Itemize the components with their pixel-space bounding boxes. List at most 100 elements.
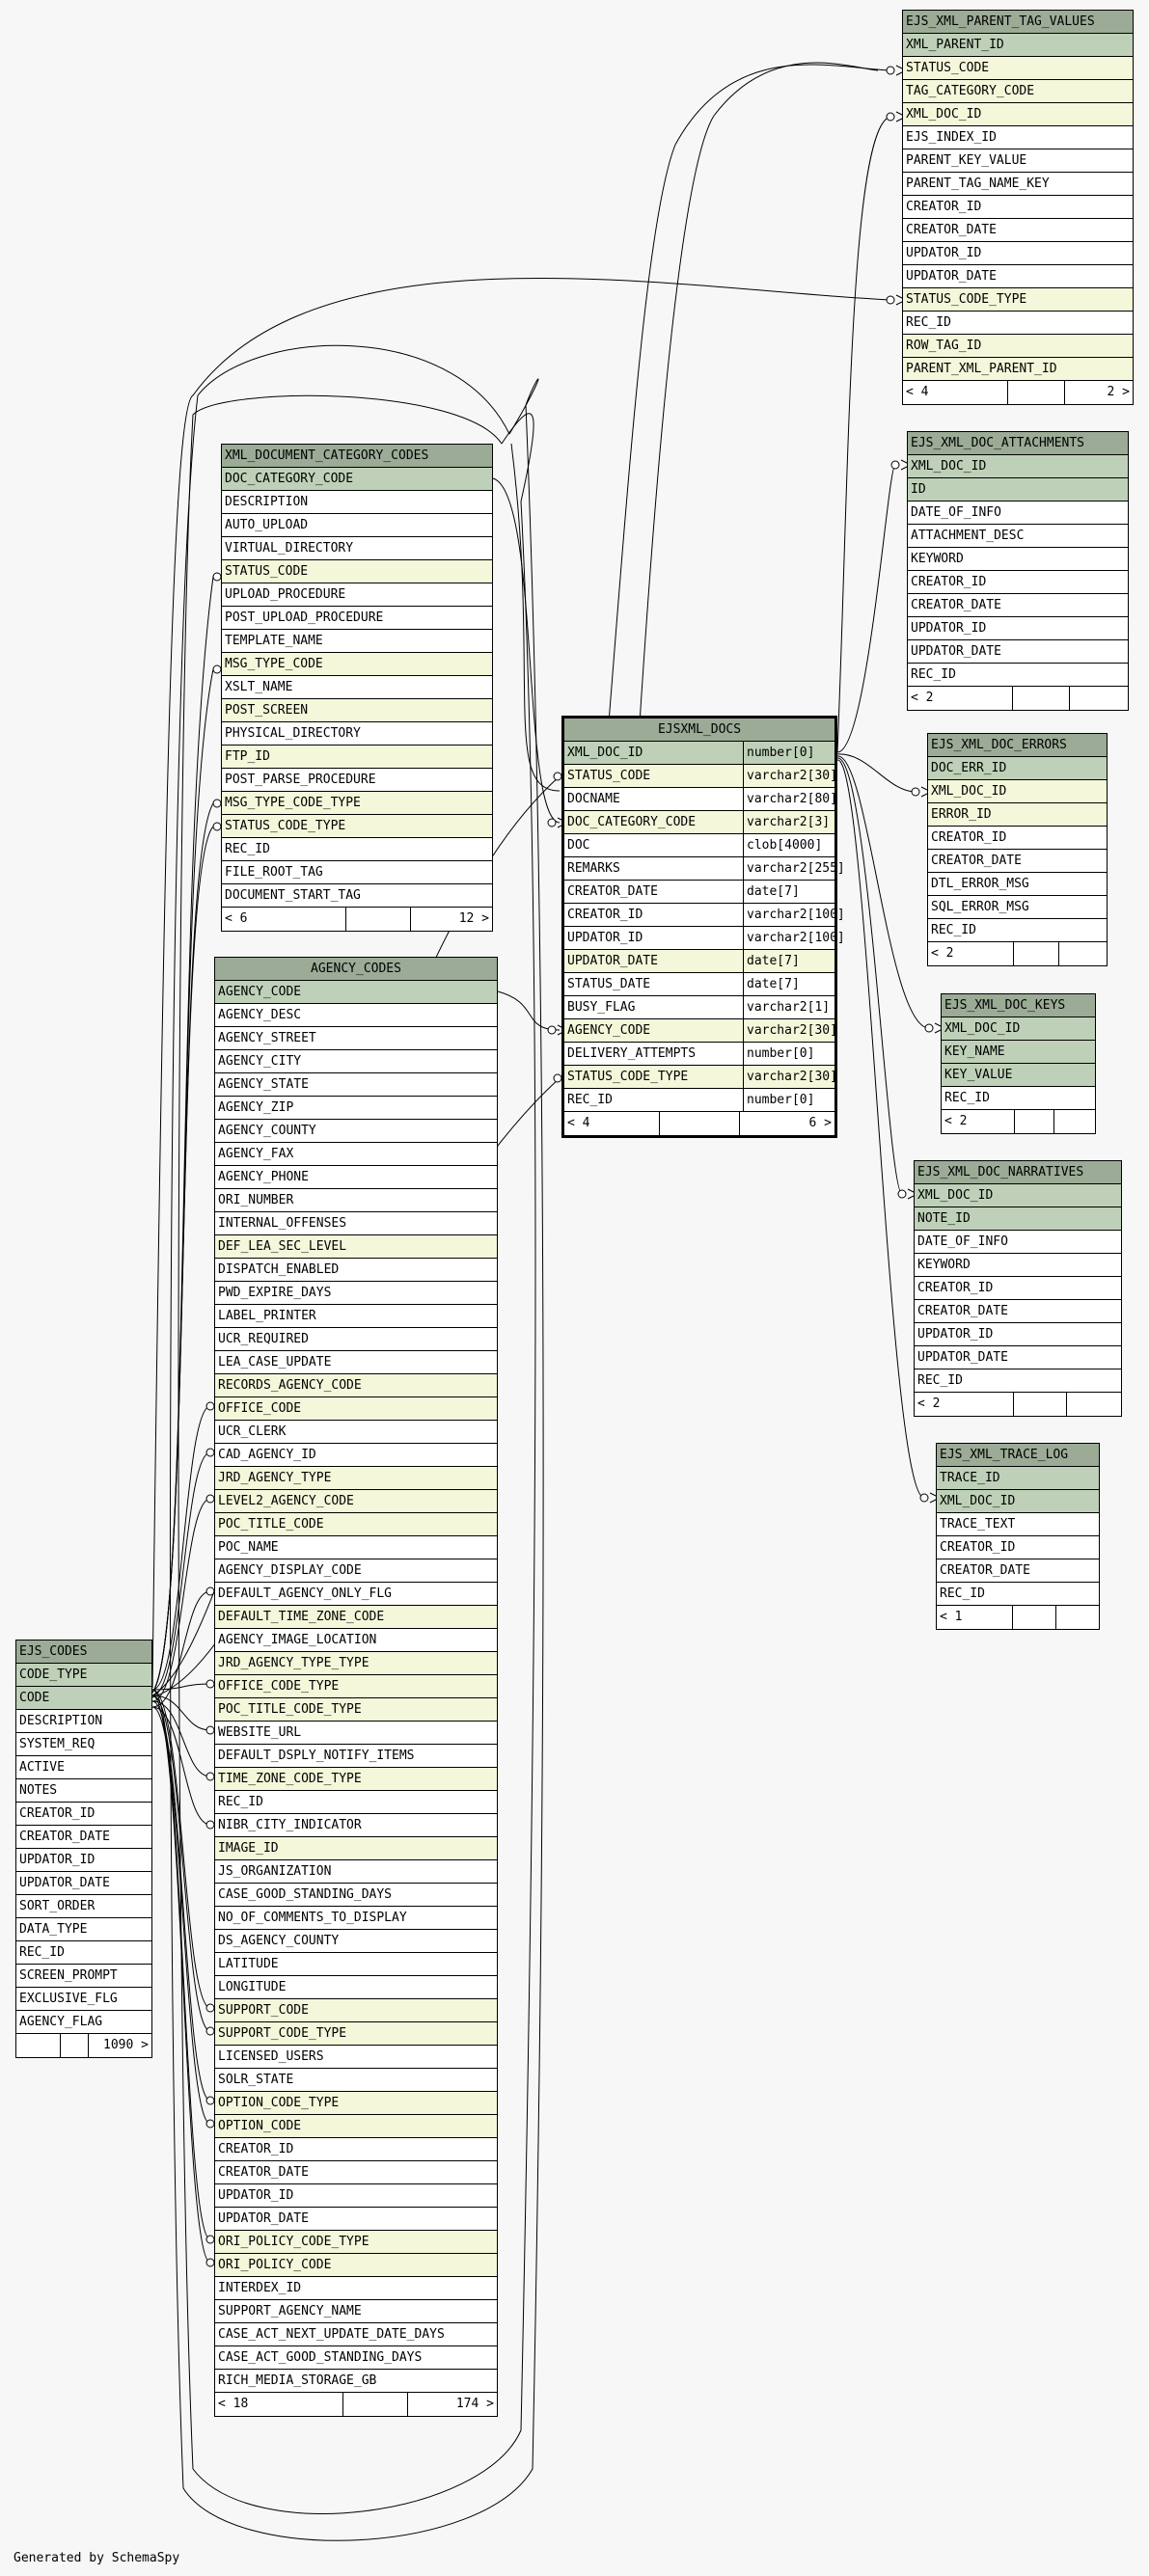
column-row[interactable]: CASE_ACT_NEXT_UPDATE_DATE_DAYS (215, 2323, 497, 2346)
column-row[interactable]: POST_SCREEN (222, 699, 492, 722)
column-row[interactable]: ACTIVE (16, 1756, 151, 1779)
column-row[interactable]: DESCRIPTION (16, 1710, 151, 1733)
column-row[interactable]: LICENSED_USERS (215, 2046, 497, 2069)
column-row[interactable]: LEVEL2_AGENCY_CODE (215, 1490, 497, 1513)
column-row[interactable]: REC_ID (215, 1791, 497, 1814)
column-row[interactable]: STATUS_CODE (222, 560, 492, 583)
column-row[interactable]: POC_TITLE_CODE_TYPE (215, 1698, 497, 1722)
column-row[interactable]: XML_DOC_ID (942, 1017, 1095, 1041)
column-row[interactable]: OPTION_CODE (215, 2115, 497, 2138)
column-row[interactable]: UPDATOR_DATE (908, 640, 1128, 664)
column-row[interactable]: TEMPLATE_NAME (222, 630, 492, 653)
column-row[interactable]: CODE_TYPE (16, 1664, 151, 1687)
column-row[interactable]: CREATOR_ID (903, 196, 1133, 219)
table-title[interactable]: EJS_XML_DOC_ATTACHMENTS (908, 432, 1128, 455)
table-title[interactable]: AGENCY_CODES (215, 958, 497, 981)
column-row[interactable]: EXCLUSIVE_FLG (16, 1988, 151, 2011)
column-row[interactable]: TIME_ZONE_CODE_TYPE (215, 1768, 497, 1791)
column-row[interactable]: WEBSITE_URL (215, 1722, 497, 1745)
column-row[interactable]: KEYWORD (908, 548, 1128, 571)
column-row[interactable]: FILE_ROOT_TAG (222, 861, 492, 884)
column-row[interactable]: SUPPORT_CODE (215, 1999, 497, 2022)
table-title[interactable]: XML_DOCUMENT_CATEGORY_CODES (222, 445, 492, 468)
column-row[interactable]: XML_DOC_ID (903, 103, 1133, 126)
column-row[interactable]: DATA_TYPE (16, 1918, 151, 1941)
column-row[interactable]: REC_ID (915, 1369, 1121, 1393)
column-row[interactable]: REC_ID (928, 919, 1107, 942)
column-row[interactable]: CASE_GOOD_STANDING_DAYS (215, 1884, 497, 1907)
column-row[interactable]: AGENCY_IMAGE_LOCATION (215, 1629, 497, 1652)
column-row[interactable]: DESCRIPTION (222, 491, 492, 514)
column-row[interactable]: DOC_ERR_ID (928, 757, 1107, 780)
column-row[interactable]: RECORDS_AGENCY_CODE (215, 1374, 497, 1397)
column-row[interactable]: CREATOR_DATE (928, 850, 1107, 873)
column-row[interactable]: ERROR_ID (928, 803, 1107, 827)
column-row[interactable]: SYSTEM_REQ (16, 1733, 151, 1756)
column-row[interactable]: REC_ID (908, 664, 1128, 687)
column-row[interactable]: DEFAULT_DSPLY_NOTIFY_ITEMS (215, 1745, 497, 1768)
column-row[interactable]: AGENCY_PHONE (215, 1166, 497, 1189)
column-row[interactable]: UPDATOR_ID (908, 617, 1128, 640)
column-row[interactable]: AGENCY_COUNTY (215, 1120, 497, 1143)
column-row[interactable]: CREATOR_ID (928, 827, 1107, 850)
column-row[interactable]: UPDATOR_DATE (903, 265, 1133, 288)
column-row[interactable]: DOC_CATEGORY_CODE (222, 468, 492, 491)
column-row[interactable]: CREATOR_ID (937, 1536, 1099, 1559)
column-row[interactable]: CREATOR_DATE (915, 1300, 1121, 1323)
column-row[interactable]: CASE_ACT_GOOD_STANDING_DAYS (215, 2346, 497, 2370)
column-row[interactable]: PARENT_KEY_VALUE (903, 149, 1133, 173)
column-row[interactable]: DS_AGENCY_COUNTY (215, 1930, 497, 1953)
column-row[interactable]: INTERNAL_OFFENSES (215, 1212, 497, 1235)
column-row[interactable]: NO_OF_COMMENTS_TO_DISPLAY (215, 1907, 497, 1930)
column-row[interactable]: CREATOR_DATE (908, 594, 1128, 617)
column-row[interactable]: POC_TITLE_CODE (215, 1513, 497, 1536)
column-row[interactable]: UPDATOR_ID (215, 2184, 497, 2208)
column-row[interactable]: OFFICE_CODE (215, 1397, 497, 1421)
column-row[interactable]: FTP_ID (222, 746, 492, 769)
column-row[interactable]: ID (908, 478, 1128, 502)
column-row[interactable]: TAG_CATEGORY_CODE (903, 80, 1133, 103)
column-row[interactable]: STATUS_CODE (903, 57, 1133, 80)
column-row[interactable]: RICH_MEDIA_STORAGE_GB (215, 2370, 497, 2393)
column-row[interactable]: LONGITUDE (215, 1976, 497, 1999)
column-row[interactable]: KEYWORD (915, 1254, 1121, 1277)
column-row[interactable]: ORI_POLICY_CODE_TYPE (215, 2231, 497, 2254)
column-row[interactable]: CREATOR_ID (915, 1277, 1121, 1300)
column-row[interactable]: AGENCY_ZIP (215, 1097, 497, 1120)
column-row[interactable]: AGENCY_CITY (215, 1050, 497, 1073)
column-row[interactable]: DTL_ERROR_MSG (928, 873, 1107, 896)
column-row[interactable]: IMAGE_ID (215, 1837, 497, 1860)
column-row[interactable]: UCR_CLERK (215, 1421, 497, 1444)
column-row[interactable]: XML_DOC_ID (937, 1490, 1099, 1513)
column-row[interactable]: REC_ID (903, 312, 1133, 335)
column-row[interactable]: AUTO_UPLOAD (222, 514, 492, 537)
column-row[interactable]: ROW_TAG_ID (903, 335, 1133, 358)
column-row[interactable]: TRACE_ID (937, 1467, 1099, 1490)
column-row[interactable]: XML_PARENT_ID (903, 34, 1133, 57)
column-row[interactable]: AGENCY_DESC (215, 1004, 497, 1027)
column-row[interactable]: SORT_ORDER (16, 1895, 151, 1918)
table-title[interactable]: EJS_CODES (16, 1641, 151, 1664)
column-row[interactable]: REC_ID (222, 838, 492, 861)
column-row[interactable]: NOTES (16, 1779, 151, 1803)
column-row[interactable]: REC_ID (16, 1941, 151, 1965)
column-row[interactable]: ATTACHMENT_DESC (908, 525, 1128, 548)
column-row[interactable]: CREATOR_DATE (16, 1826, 151, 1849)
column-row[interactable]: UPDATOR_ID (16, 1849, 151, 1872)
column-row[interactable]: POST_PARSE_PROCEDURE (222, 769, 492, 792)
column-row[interactable]: CAD_AGENCY_ID (215, 1444, 497, 1467)
